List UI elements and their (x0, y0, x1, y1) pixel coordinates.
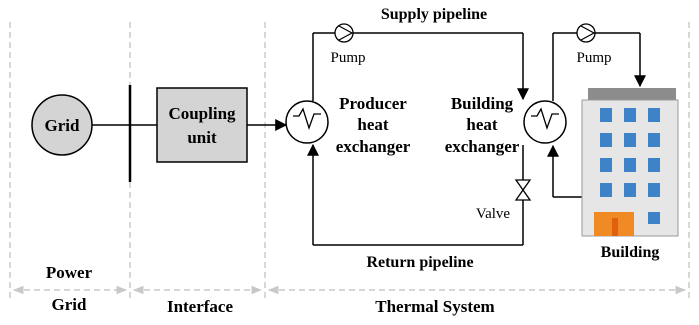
producer-hx-label-1: Producer (339, 94, 407, 113)
building-icon (581, 88, 679, 237)
grid-label: Grid (45, 116, 80, 135)
coupling-unit-box (156, 87, 248, 163)
building-hx-label-2: heat (466, 115, 498, 134)
producer-hx-label-3: exchanger (336, 137, 411, 156)
building-hx-label-1: Building (451, 94, 514, 113)
coupling-unit-label-2: unit (187, 128, 217, 147)
pump-left-icon (334, 23, 354, 43)
return-pipeline-label: Return pipeline (366, 254, 473, 271)
section-interface-label: Interface (167, 297, 234, 316)
pump-right-icon (576, 23, 596, 43)
section-thermal-system-label: Thermal System (375, 297, 494, 316)
building-heat-exchanger-icon (523, 100, 567, 144)
section-power-grid-label-2: Grid (52, 295, 87, 314)
pump-right-label: Pump (576, 50, 611, 66)
building-hx-label-3: exchanger (445, 137, 520, 156)
building-label: Building (601, 244, 660, 261)
section-power-grid-label-1: Power (46, 263, 93, 282)
pump-left-label: Pump (330, 50, 365, 66)
valve-icon (514, 179, 532, 201)
producer-hx-label-2: heat (357, 115, 389, 134)
producer-heat-exchanger-icon (285, 100, 329, 144)
supply-pipeline-label: Supply pipeline (381, 6, 487, 23)
coupling-unit-label-1: Coupling (168, 104, 236, 123)
valve-label: Valve (476, 206, 510, 222)
